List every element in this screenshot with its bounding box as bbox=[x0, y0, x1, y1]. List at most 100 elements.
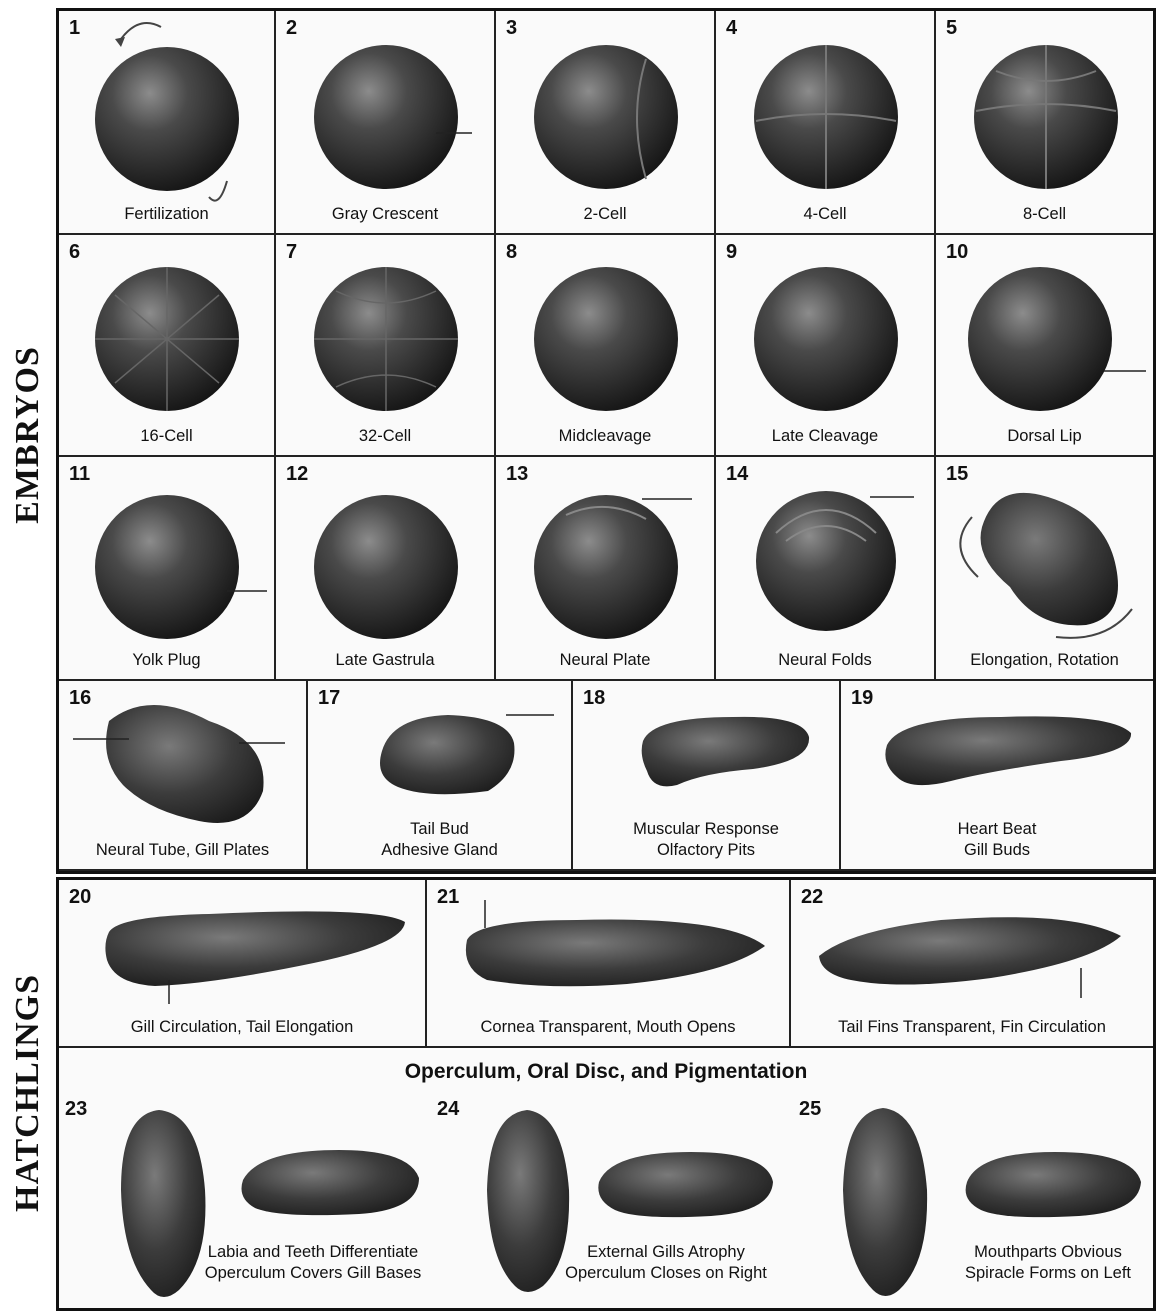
stage-caption: Midcleavage bbox=[496, 426, 714, 447]
stage-group-25: 25 Mouthparts ObviousSpiracle Forms on L… bbox=[793, 1090, 1153, 1305]
stage-caption: Labia and Teeth DifferentiateOperculum C… bbox=[183, 1242, 443, 1284]
stage-cell-12: 12 Late Gastrula bbox=[276, 457, 496, 681]
stage-group-23: 23 Labia and Teeth DifferentiateOperculu… bbox=[59, 1090, 431, 1305]
stage-caption: Late Gastrula bbox=[276, 650, 494, 671]
stage-number: 2 bbox=[286, 17, 297, 40]
stage-caption: Muscular ResponseOlfactory Pits bbox=[573, 819, 839, 861]
stage-number: 22 bbox=[801, 886, 823, 909]
stage-caption: Dorsal Lip bbox=[936, 426, 1153, 447]
stage-number: 11 bbox=[69, 463, 90, 486]
stage-cell-16: 16 Neural Tube, Gill Plates bbox=[59, 681, 308, 871]
stage-number: 17 bbox=[318, 687, 340, 710]
stage-caption: 16-Cell bbox=[59, 426, 274, 447]
egg-gray-crescent-illustration bbox=[276, 11, 494, 233]
stage-row-3: 11 Yolk Plug 12 Late Gastrula 13 Neural … bbox=[59, 457, 1153, 681]
stage-caption: Elongation, Rotation bbox=[936, 650, 1153, 671]
stage-cell-19: 19 Heart BeatGill Buds bbox=[841, 681, 1153, 871]
stage-cell-7: 7 32-Cell bbox=[276, 235, 496, 457]
egg-neural-plate-illustration bbox=[496, 457, 714, 679]
stage-number: 3 bbox=[506, 17, 517, 40]
embryos-panel: 1 Fertilization 2 Gray Crescent 3 2-Cell bbox=[56, 8, 1156, 874]
egg-dorsal-lip-illustration bbox=[936, 235, 1153, 455]
stage-cell-21: 21 Cornea Transparent, Mouth Opens bbox=[427, 880, 791, 1048]
stage-caption: Late Cleavage bbox=[716, 426, 934, 447]
stage-cell-2: 2 Gray Crescent bbox=[276, 11, 496, 235]
stage-caption: Cornea Transparent, Mouth Opens bbox=[427, 1017, 789, 1038]
egg-4-cell-illustration bbox=[716, 11, 934, 233]
egg-2-cell-illustration bbox=[496, 11, 714, 233]
stage-number: 15 bbox=[946, 463, 968, 486]
stage-number: 7 bbox=[286, 241, 297, 264]
stage-number: 20 bbox=[69, 886, 91, 909]
stage-caption: Neural Folds bbox=[716, 650, 934, 671]
egg-16-cell-illustration bbox=[59, 235, 274, 455]
stage-number: 10 bbox=[946, 241, 968, 264]
stage-cell-9: 9 Late Cleavage bbox=[716, 235, 936, 457]
stage-row-2: 6 16-Cell 7 32-Cell 8 Midcleavage 9 Late… bbox=[59, 235, 1153, 457]
stage-cell-5: 5 8-Cell bbox=[936, 11, 1153, 235]
stage-cell-3: 3 2-Cell bbox=[496, 11, 716, 235]
stage-caption: Fertilization bbox=[59, 204, 274, 225]
stage-caption: Gill Circulation, Tail Elongation bbox=[59, 1017, 425, 1038]
stage-caption: Neural Plate bbox=[496, 650, 714, 671]
stage-cell-10: 10 Dorsal Lip bbox=[936, 235, 1153, 457]
stage-caption: Yolk Plug bbox=[59, 650, 274, 671]
stage-caption: 32-Cell bbox=[276, 426, 494, 447]
stage-cell-14: 14 Neural Folds bbox=[716, 457, 936, 681]
stage-cell-4: 4 4-Cell bbox=[716, 11, 936, 235]
stage-cell-13: 13 Neural Plate bbox=[496, 457, 716, 681]
stage-number: 1 bbox=[69, 17, 80, 40]
stage-cell-6: 6 16-Cell bbox=[59, 235, 276, 457]
egg-fertilization-illustration bbox=[59, 11, 274, 233]
operculum-title: Operculum, Oral Disc, and Pigmentation bbox=[59, 1060, 1153, 1084]
stage-row-5: 20 Gill Circulation, Tail Elongation 21 … bbox=[59, 880, 1153, 1048]
stage-number: 12 bbox=[286, 463, 308, 486]
stage-number: 25 bbox=[799, 1098, 821, 1121]
stage-cell-17: 17 Tail BudAdhesive Gland bbox=[308, 681, 573, 871]
stage-caption: Tail BudAdhesive Gland bbox=[308, 819, 571, 861]
stage-cell-15: 15 Elongation, Rotation bbox=[936, 457, 1153, 681]
stage-number: 21 bbox=[437, 886, 459, 909]
stage-number: 23 bbox=[65, 1098, 87, 1121]
stage-number: 8 bbox=[506, 241, 517, 264]
egg-midcleavage-illustration bbox=[496, 235, 714, 455]
stage-caption: Gray Crescent bbox=[276, 204, 494, 225]
stage-number: 14 bbox=[726, 463, 748, 486]
stage-row-1: 1 Fertilization 2 Gray Crescent 3 2-Cell bbox=[59, 11, 1153, 235]
hatchlings-section-label: HATCHLINGS bbox=[2, 878, 54, 1308]
stage-caption: External Gills AtrophyOperculum Closes o… bbox=[531, 1242, 801, 1284]
stage-number: 13 bbox=[506, 463, 528, 486]
stage-cell-8: 8 Midcleavage bbox=[496, 235, 716, 457]
embryos-section-label: EMBRYOS bbox=[2, 0, 54, 870]
stage-caption: 2-Cell bbox=[496, 204, 714, 225]
stage-caption: 4-Cell bbox=[716, 204, 934, 225]
stage-number: 16 bbox=[69, 687, 91, 710]
stage-group-24: 24 External Gills AtrophyOperculum Close… bbox=[431, 1090, 793, 1305]
egg-late-cleavage-illustration bbox=[716, 235, 934, 455]
stage-number: 24 bbox=[437, 1098, 459, 1121]
stage-row-4: 16 Neural Tube, Gill Plates 17 Tail BudA… bbox=[59, 681, 1153, 871]
egg-neural-folds-illustration bbox=[716, 457, 934, 679]
stage-cell-22: 22 Tail Fins Transparent, Fin Circulatio… bbox=[791, 880, 1153, 1048]
stage-number: 4 bbox=[726, 17, 737, 40]
egg-32-cell-illustration bbox=[276, 235, 494, 455]
egg-yolk-plug-illustration bbox=[59, 457, 274, 679]
stage-number: 9 bbox=[726, 241, 737, 264]
hatchlings-panel: 20 Gill Circulation, Tail Elongation 21 … bbox=[56, 877, 1156, 1311]
stage-number: 18 bbox=[583, 687, 605, 710]
stage-cell-18: 18 Muscular ResponseOlfactory Pits bbox=[573, 681, 841, 871]
stage-cell-11: 11 Yolk Plug bbox=[59, 457, 276, 681]
stage-number: 6 bbox=[69, 241, 80, 264]
embryo-elongation-rotation-illustration bbox=[936, 457, 1153, 679]
stage-number: 19 bbox=[851, 687, 873, 710]
stage-caption: Tail Fins Transparent, Fin Circulation bbox=[791, 1017, 1153, 1038]
egg-late-gastrula-illustration bbox=[276, 457, 494, 679]
stage-cell-20: 20 Gill Circulation, Tail Elongation bbox=[59, 880, 427, 1048]
stage-caption: Neural Tube, Gill Plates bbox=[59, 840, 306, 861]
stage-cell-1: 1 Fertilization bbox=[59, 11, 276, 235]
egg-8-cell-illustration bbox=[936, 11, 1153, 233]
stage-number: 5 bbox=[946, 17, 957, 40]
operculum-panel: Operculum, Oral Disc, and Pigmentation 2… bbox=[59, 1050, 1153, 1308]
stage-caption: 8-Cell bbox=[936, 204, 1153, 225]
stage-caption: Mouthparts ObviousSpiracle Forms on Left bbox=[943, 1242, 1153, 1284]
